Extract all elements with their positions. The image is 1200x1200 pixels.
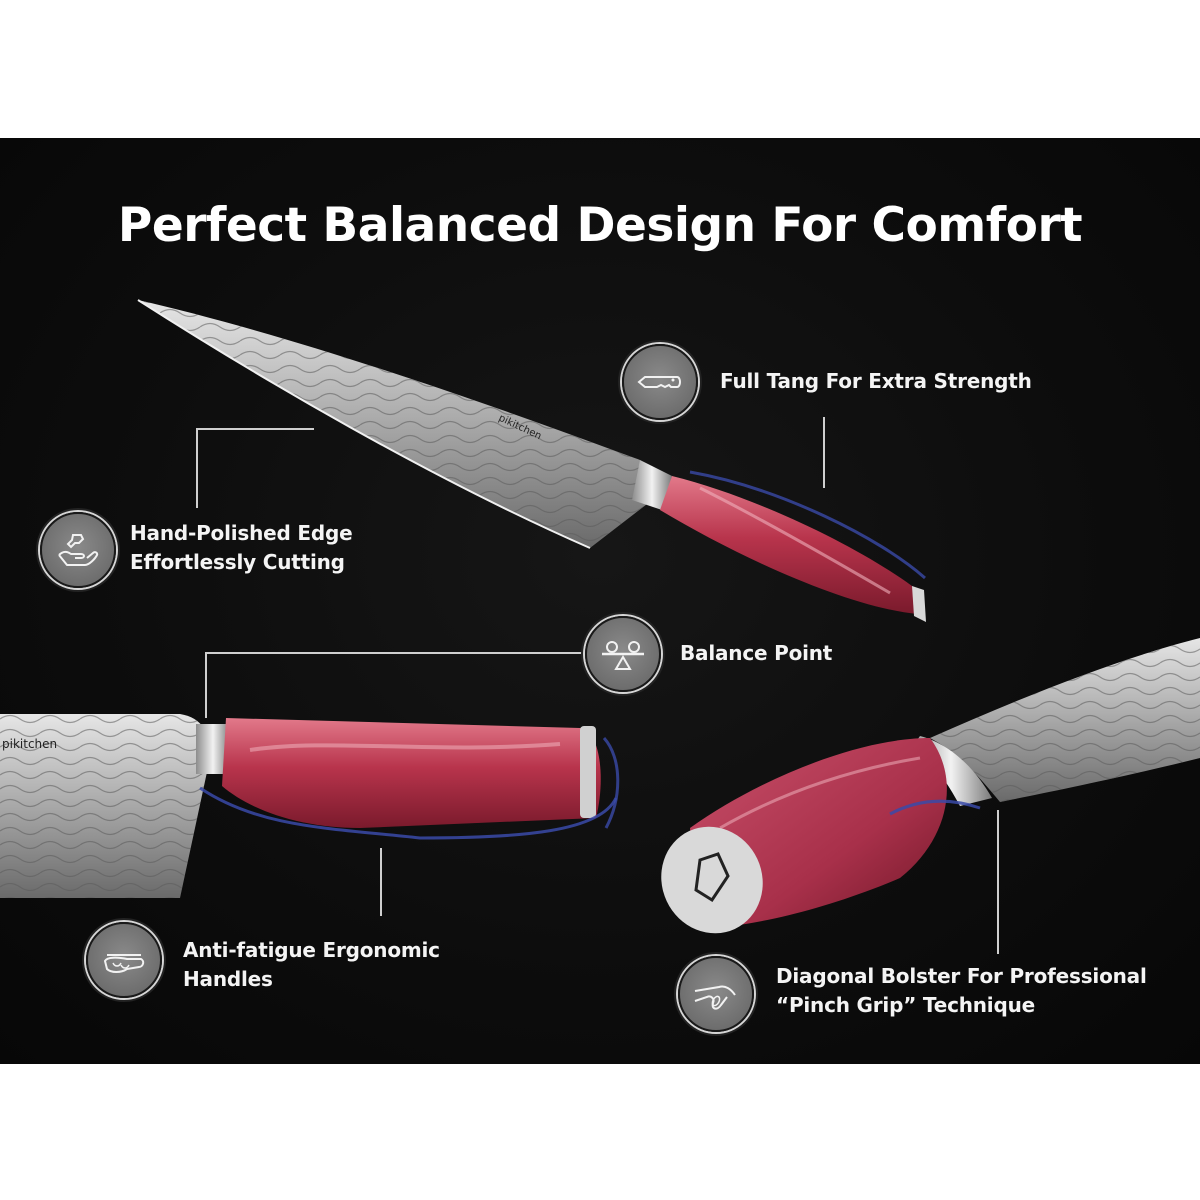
hand-polished-badge [40, 512, 116, 588]
knife-illustrations: pikitchen pikitchen [0, 299, 1200, 934]
page-title: Perfect Balanced Design For Comfort [117, 198, 1083, 253]
full-tang-label: Full Tang For Extra Strength [720, 369, 1032, 393]
diagonal-bolster-label: Diagonal Bolster For Professional “Pinch… [776, 964, 1147, 1017]
hand-wrench-icon [58, 534, 99, 566]
hand-grip-icon [103, 954, 145, 973]
chef-knife-top: pikitchen [137, 299, 926, 622]
callout-line-balance-v [205, 652, 207, 718]
product-feature-panel: Perfect Balanced Design For Comfort [0, 138, 1200, 1064]
balance-point-label: Balance Point [680, 641, 833, 665]
chef-knife-middle: pikitchen [0, 714, 620, 898]
anti-fatigue-badge [86, 922, 162, 998]
brand-mark-middle: pikitchen [2, 737, 57, 751]
anti-fatigue-label: Anti-fatigue Ergonomic Handles [183, 938, 440, 991]
callout-line-hand-polished-v [196, 428, 198, 508]
callout-line-hand-polished-h [196, 428, 314, 430]
butt-cap-logo [694, 852, 730, 903]
chef-knife-bottom [661, 638, 1200, 934]
hand-polished-label: Hand-Polished Edge Effortlessly Cutting [130, 521, 353, 574]
balance-scale-icon [602, 641, 644, 670]
callout-line-anti-fatigue [380, 848, 382, 916]
pinch-grip-icon [694, 985, 736, 1010]
callout-line-diagonal-bolster [997, 810, 999, 954]
full-tang-icon [637, 376, 681, 389]
callout-line-balance-h [205, 652, 582, 654]
callout-line-full-tang [823, 417, 825, 488]
balance-point-badge [585, 616, 661, 692]
diagonal-bolster-badge [678, 956, 754, 1032]
full-tang-badge [622, 344, 698, 420]
